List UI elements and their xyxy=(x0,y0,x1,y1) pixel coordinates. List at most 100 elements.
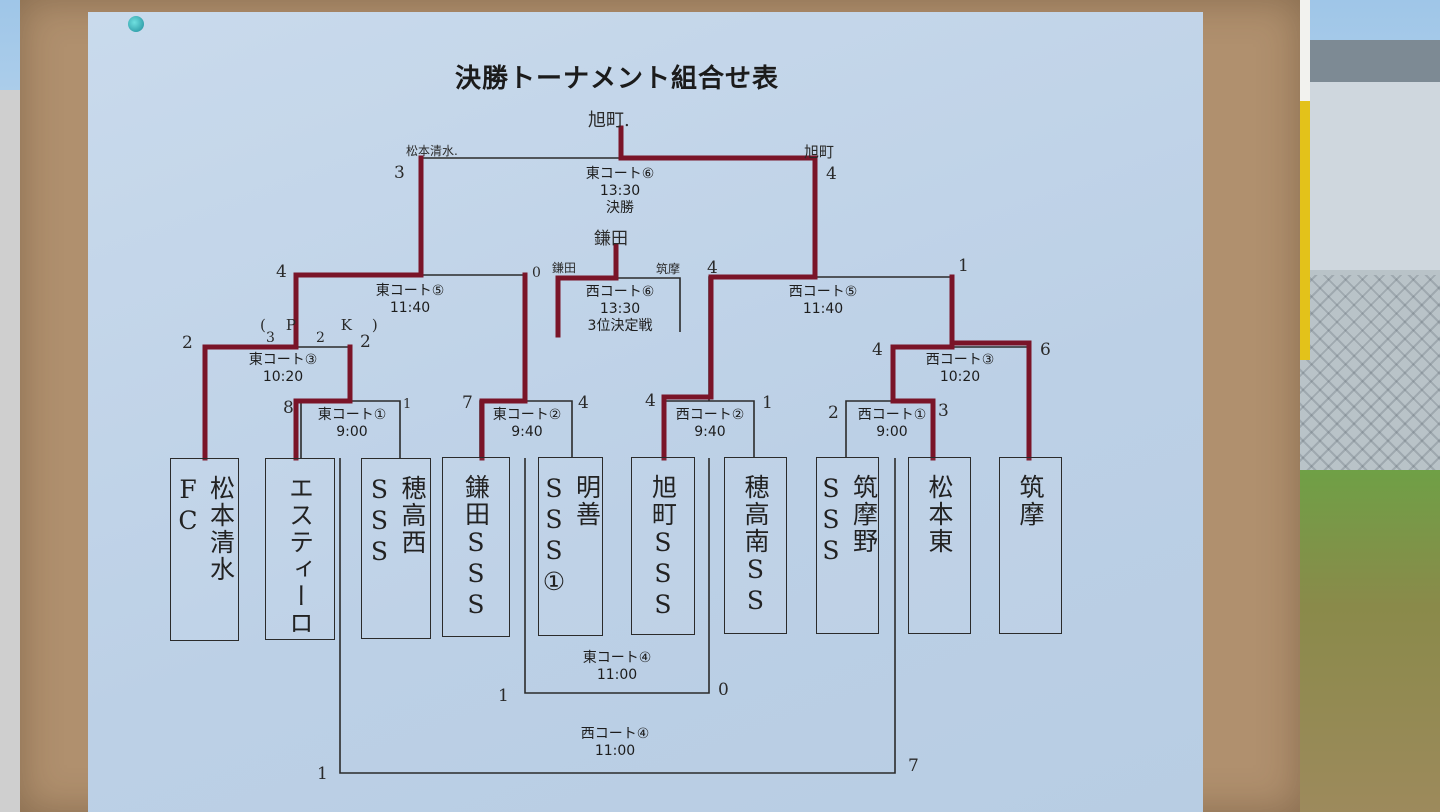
team-name: 穂高南SS xyxy=(741,474,770,617)
match-court: 東コート① xyxy=(317,407,387,423)
match-court: 西コート⑥ xyxy=(585,284,655,300)
match-court: 西コート① xyxy=(857,407,927,423)
third-right-team: 筑摩 xyxy=(656,262,681,276)
winner-path-far-right xyxy=(890,274,1032,461)
team-box: 旭町SSS xyxy=(631,457,695,635)
score-w3-left: 4 xyxy=(872,340,883,360)
match-west5: 西コート⑤ 11:40 xyxy=(789,284,858,318)
match-time: 11:40 xyxy=(802,301,844,317)
team-box: 鎌田SSS xyxy=(442,457,510,637)
score-e2-left: 7 xyxy=(462,393,473,413)
score-final-right: 4 xyxy=(826,164,837,184)
match-time: 9:00 xyxy=(336,424,368,440)
team-box: 穂高南SS xyxy=(724,457,787,634)
match-time: 13:30 xyxy=(599,301,641,317)
push-pin-icon xyxy=(128,16,144,32)
match-east1: 東コート① 9:00 xyxy=(318,407,387,441)
third-left-team: 鎌田 xyxy=(552,261,577,275)
score-e5-right: 0 xyxy=(532,265,541,281)
score-e2-right: 4 xyxy=(578,393,589,413)
match-time: 13:30 xyxy=(599,183,641,199)
winner-path-center xyxy=(479,272,528,461)
match-time: 9:40 xyxy=(511,424,543,440)
score-w2-left: 4 xyxy=(645,391,656,411)
team-name: 鎌田SSS xyxy=(461,474,491,621)
team-box: 穂高西SSS xyxy=(361,458,431,639)
score-final-left: 3 xyxy=(394,163,405,183)
score-e4-right: 0 xyxy=(718,680,729,700)
match-east3: 東コート③ 10:20 xyxy=(249,352,318,386)
team-box: 松本東 xyxy=(908,457,971,634)
match-time: 11:00 xyxy=(596,667,638,683)
team-name: 松本東 xyxy=(925,474,954,555)
match-court: 西コート③ xyxy=(925,352,995,368)
team-box: 明善SSS① xyxy=(538,457,603,636)
team-name: 旭町SSS xyxy=(648,474,678,621)
match-west1: 西コート① 9:00 xyxy=(858,407,927,441)
winner-path-third xyxy=(555,243,619,338)
match-east4: 東コート④ 11:00 xyxy=(583,650,652,684)
score-w2-right: 1 xyxy=(762,393,773,413)
bracket-sheet xyxy=(88,12,1203,812)
team-box: 筑摩野SSS xyxy=(816,457,879,634)
team-name: 穂高西SSS xyxy=(365,475,427,568)
match-court: 西コート② xyxy=(675,407,745,423)
pk-label: (P K) xyxy=(260,316,398,334)
bracket-title: 決勝トーナメント組合せ表 xyxy=(455,64,780,94)
match-time: 10:20 xyxy=(939,369,981,385)
match-court: 東コート⑤ xyxy=(375,283,445,299)
match-court: 東コート⑥ xyxy=(585,166,655,182)
team-name: 筑摩 xyxy=(1016,474,1045,528)
grass-field xyxy=(1285,470,1440,812)
team-name: エスティーロ xyxy=(285,475,315,637)
third-place-winner: 鎌田 xyxy=(594,229,628,249)
score-e1-left: 8 xyxy=(283,398,294,418)
score-w5-right: 1 xyxy=(958,256,969,276)
score-e3-left: 2 xyxy=(182,333,193,353)
match-time: 9:00 xyxy=(876,424,908,440)
score-e4-left: 1 xyxy=(498,686,509,706)
match-east2: 東コート② 9:40 xyxy=(493,407,562,441)
match-label: 決勝 xyxy=(606,200,634,216)
match-court: 西コート④ xyxy=(580,726,650,742)
score-e3-right: 2 xyxy=(360,332,371,352)
match-west2: 西コート② 9:40 xyxy=(676,407,745,441)
match-east5: 東コート⑤ 11:40 xyxy=(376,283,445,317)
team-box: 筑摩 xyxy=(999,457,1062,634)
wire-fence xyxy=(1285,275,1440,475)
match-west4: 西コート④ 11:00 xyxy=(581,726,650,760)
final-left-winner: 松本清水. xyxy=(406,144,458,158)
match-label: 3位決定戦 xyxy=(587,318,653,334)
champion-label: 旭町. xyxy=(588,110,630,131)
score-w4-left: 1 xyxy=(317,764,328,784)
match-court: 西コート⑤ xyxy=(788,284,858,300)
east4-bracket xyxy=(524,458,710,694)
team-name: 筑摩野SSS xyxy=(816,474,879,567)
match-court: 東コート③ xyxy=(248,352,318,368)
match-time: 11:40 xyxy=(389,300,431,316)
west4-bracket xyxy=(339,458,896,774)
winner-path-left xyxy=(202,155,424,461)
team-name: 松本清水FC xyxy=(173,475,236,583)
match-court: 東コート④ xyxy=(582,650,652,666)
final-right-winner: 旭町 xyxy=(804,143,835,161)
pk-left-score: 3 xyxy=(266,330,275,346)
team-box: エスティーロ xyxy=(265,458,335,640)
match-east6: 東コート⑥ 13:30 決勝 xyxy=(586,166,655,217)
building-roof xyxy=(1305,40,1440,82)
team-box: 松本清水FC xyxy=(170,458,239,641)
score-w1-right: 3 xyxy=(938,401,949,421)
score-w1-left: 2 xyxy=(828,403,839,423)
score-w4-right: 7 xyxy=(908,756,919,776)
winner-path-right xyxy=(618,125,818,461)
match-time: 11:00 xyxy=(594,743,636,759)
score-w3-right: 6 xyxy=(1040,340,1051,360)
score-w5-left: 4 xyxy=(707,258,718,278)
match-west6: 西コート⑥ 13:30 3位決定戦 xyxy=(586,284,655,335)
team-name: 明善SSS① xyxy=(539,474,602,598)
score-e1-right: 1 xyxy=(403,397,412,412)
match-court: 東コート② xyxy=(492,407,562,423)
pk-right-score: 2 xyxy=(316,330,325,346)
